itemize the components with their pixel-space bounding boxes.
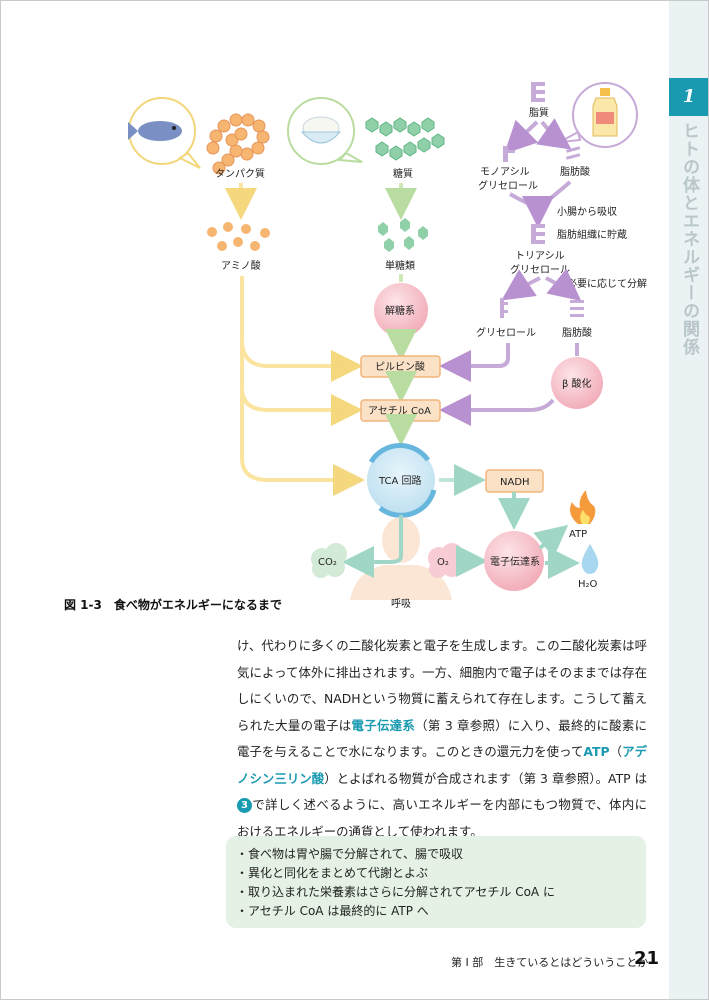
flame-icon	[570, 490, 596, 524]
monoacylglycerol-label-1: モノアシル	[480, 167, 530, 178]
body-text-1: け、代わりに多くの二酸化炭素と電子を生成します。この二酸化炭素は呼気によって体外…	[237, 638, 647, 733]
beta-oxidation-node	[551, 357, 603, 409]
arrow-tca-co2	[342, 515, 403, 578]
page-number: 21	[634, 948, 660, 969]
body-text-2: （第 3 章参照）に入り、最終的に酸素に電子を与えることで水になります。このとき…	[237, 717, 648, 760]
glycerol-icon	[500, 298, 508, 318]
monosaccharide-icon	[378, 218, 428, 252]
rice-bowl-icon	[287, 97, 363, 165]
body-paragraph: け、代わりに多くの二酸化炭素と電子を生成します。この二酸化炭素は呼気によって体外…	[237, 633, 647, 845]
tca-arc-bottom	[378, 489, 437, 518]
etc-node	[484, 531, 544, 591]
arrow-to-fatty-acid	[545, 268, 582, 301]
fatty-acid-label: 脂肪酸	[562, 326, 592, 339]
arrow-amino-pyruvate	[240, 276, 363, 382]
monoacylglycerol-label-2: グリセロール	[478, 179, 538, 192]
fat-molecule-icon	[531, 82, 545, 102]
glycolysis-label: 解糖系	[385, 304, 415, 317]
arrow-mono-merge	[508, 192, 533, 207]
breakdown-label: 必要に応じて分解	[567, 277, 647, 290]
keyword-atp: ATP	[583, 744, 610, 759]
body-text-4: ）とよばれる物質が合成されます（第 3 章参照）。ATP は	[324, 770, 648, 786]
summary-item: ・食べ物は胃や腸で分解されて、腸で吸収	[236, 847, 464, 861]
monoacylglycerol-icon	[503, 146, 515, 162]
glucose-chain-icon	[365, 117, 445, 161]
keyword-etc: 電子伝達系	[351, 717, 416, 733]
fatty-acid-top-icon	[565, 146, 581, 160]
tca-label: TCA 回路	[378, 474, 422, 487]
amino-acid-label: アミノ酸	[221, 259, 261, 272]
chapter-side-tab	[669, 0, 709, 1000]
co2-cloud-icon	[311, 543, 347, 578]
triacylglycerol-icon	[531, 224, 545, 244]
acetyl-coa-label: アセチル CoA	[368, 405, 431, 417]
arrow-beta-acetyl	[439, 394, 555, 426]
nadh-label: NADH	[500, 477, 530, 488]
arrow-amino-acetyl	[240, 340, 363, 426]
summary-item: ・異化と同化をまとめて代謝とよぶ	[236, 866, 429, 880]
o2-label: O₂	[437, 557, 449, 568]
arrow-fat-acid	[536, 118, 572, 150]
summary-item: ・取り込まれた栄養素はさらに分解されてアセチル CoA に	[236, 885, 555, 899]
summary-box: ・食べ物は胃や腸で分解されて、腸で吸収 ・異化と同化をまとめて代謝とよぶ ・取り…	[226, 836, 646, 928]
arrow-glycerol-pyruvate	[439, 343, 510, 382]
store-label: 脂肪組織に貯蔵	[557, 228, 627, 241]
protein-chain-icon	[206, 113, 270, 175]
tca-arc-top	[368, 443, 431, 464]
summary-item: ・アセチル CoA は最終的に ATP へ	[236, 904, 429, 918]
absorb-label: 小腸から吸収	[557, 206, 617, 218]
arrow-fat-mono	[504, 119, 539, 154]
body-text-3: （	[609, 744, 623, 759]
atp-label: ATP	[569, 529, 587, 540]
arrow-amino-tca	[240, 388, 365, 496]
fish-icon	[128, 97, 201, 169]
arrow-etc-atp	[533, 524, 569, 558]
keyword-adenosine-triphosphate: アデノシン三リン酸	[237, 744, 647, 786]
fatty-acid-top-label: 脂肪酸	[560, 165, 590, 178]
section-number-badge: 3	[237, 798, 252, 813]
glycerol-label: グリセロール	[476, 326, 536, 339]
chapter-title: ヒトの体とエネルギーの関係	[679, 122, 699, 356]
triacylglycerol-label-2: グリセロール	[510, 263, 570, 276]
running-footer: 第 I 部 生きているとはどういうことか	[451, 956, 649, 969]
tca-node	[367, 446, 435, 514]
metabolism-diagram: タンパク質 アミノ酸 糖質 単糖類 解糖系	[128, 82, 647, 610]
fat-label: 脂質	[529, 106, 549, 119]
body-text-5: で詳しく述べるように、高いエネルギーを内部にもつ物質で、体内におけるエネルギーの…	[237, 797, 647, 839]
sugar-label: 糖質	[393, 167, 413, 180]
arrow-to-glycerol	[501, 269, 541, 301]
oil-bottle-icon	[559, 82, 638, 148]
glycolysis-node	[374, 283, 428, 337]
beta-oxidation-label: β 酸化	[562, 377, 592, 390]
arrow-acid-merge	[540, 180, 572, 207]
h2o-label: H₂O	[578, 579, 598, 590]
co2-label: CO₂	[318, 557, 337, 568]
amino-acid-dots-icon	[207, 222, 270, 251]
monosaccharide-label: 単糖類	[385, 259, 415, 272]
respiration-label: 呼吸	[391, 598, 411, 610]
water-drop-icon	[581, 544, 599, 574]
chapter-number: 1	[669, 78, 709, 116]
etc-label: 電子伝達系	[490, 556, 540, 568]
fatty-acid-icon	[570, 300, 584, 317]
protein-label: タンパク質	[215, 167, 265, 180]
pyruvate-label: ピルビン酸	[375, 360, 425, 373]
triacylglycerol-label-1: トリアシル	[515, 251, 565, 262]
figure-caption: 図 1-3 食べ物がエネルギーになるまで	[64, 598, 282, 612]
